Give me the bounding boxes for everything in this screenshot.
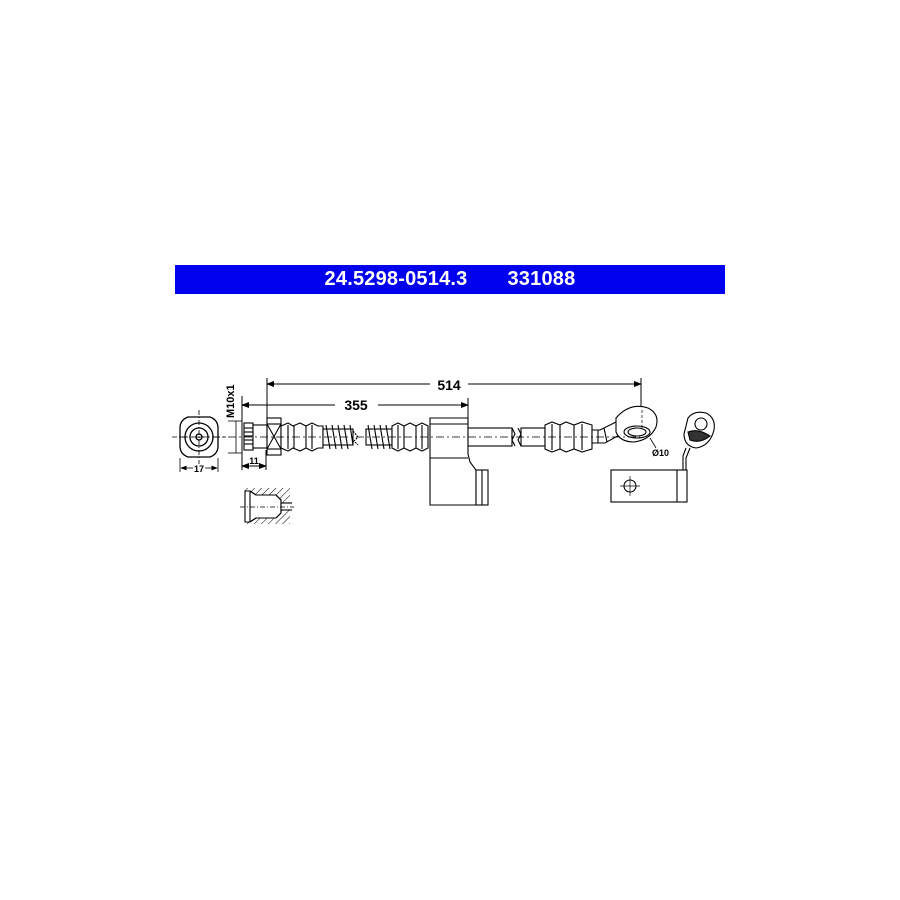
mounting-bracket (610, 411, 715, 503)
partial-length-label: 355 (344, 397, 368, 413)
thread-label: M10x1 (225, 384, 237, 418)
overall-length-label: 514 (437, 377, 461, 393)
eye-diameter-label: Ø10 (652, 448, 669, 458)
part-number: 24.5298-0514.3 (324, 268, 468, 290)
reference-number: 331088 (507, 268, 576, 290)
port-section-view (240, 488, 294, 524)
fitting-end-view (172, 410, 226, 472)
hose-assembly (243, 405, 658, 506)
part-number-banner: 24.5298-0514.3 331088 (175, 265, 725, 294)
hex-width-label: 17 (194, 464, 204, 474)
fitting-length-label: 11 (249, 456, 259, 466)
